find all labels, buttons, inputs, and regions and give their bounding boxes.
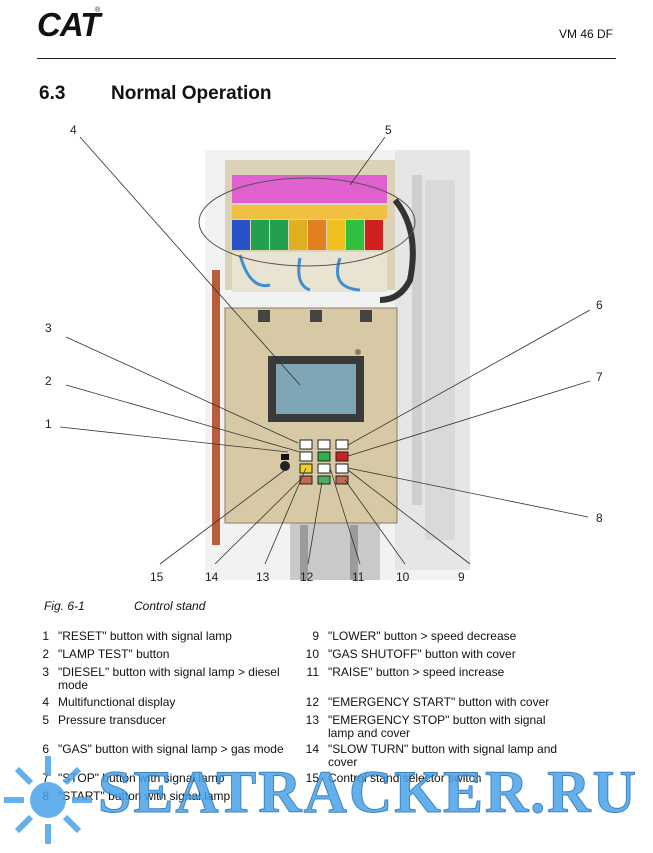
copper-pipe [212,270,220,545]
callout-14: 14 [205,570,219,584]
callout-4: 4 [70,123,77,137]
callout-15: 15 [150,570,164,584]
callout-9: 9 [458,570,465,584]
callout-12: 12 [300,570,314,584]
model-label: VM 46 DF [558,27,613,41]
callout-6: 6 [596,298,603,312]
cat-logo: CAT [37,6,100,43]
figure-caption: Control stand [134,599,206,613]
leader-lines [59,136,591,565]
callout-3: 3 [45,321,52,335]
section-title: Normal Operation [111,83,272,104]
figure-label: Fig. 6-1 [44,599,85,613]
callout-10: 10 [396,570,410,584]
callout-2: 2 [45,374,52,388]
callout-8: 8 [596,511,603,525]
control-stand-figure: 4 5 3 2 1 6 7 8 9 10 11 12 13 14 15 [45,123,603,584]
callout-5: 5 [385,123,392,137]
callout-11: 11 [352,570,365,584]
callout-7: 7 [596,370,603,384]
callout-13: 13 [256,570,270,584]
header-divider [37,58,616,59]
sun-watermark-icon [4,756,92,844]
registered-mark: ® [95,7,101,14]
watermark-text: SEATRACKER.RU [98,759,638,826]
pressure-transducer-row [232,220,383,250]
section-number: 6.3 [39,83,66,104]
callout-1: 1 [45,417,52,431]
